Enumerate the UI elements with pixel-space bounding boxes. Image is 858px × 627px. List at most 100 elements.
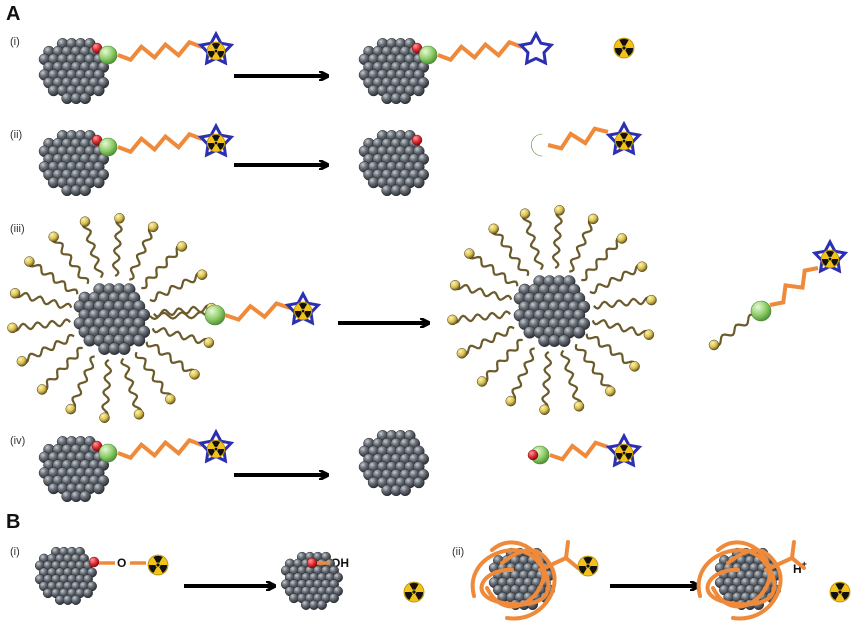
polymer-chain: [81, 221, 104, 279]
polymer-end: [114, 213, 125, 224]
polymer-end: [203, 337, 215, 348]
nanoparticle-icon: [38, 130, 110, 197]
nanoparticle-atom: [316, 599, 327, 610]
polymer-chain: [560, 349, 583, 407]
polymer-end: [9, 288, 21, 299]
polymer-chain: [593, 296, 653, 310]
polymer-chain: [51, 236, 90, 285]
polymer-end: [643, 329, 655, 340]
nanoparticle-icon: [358, 38, 430, 105]
linker-atom-label: O: [117, 556, 126, 570]
polymer-chain: [581, 237, 622, 282]
polymer-end: [573, 401, 585, 412]
nanoparticle-atom: [82, 588, 93, 599]
nanoparticle-atom: [413, 176, 425, 189]
nanoparticle-icon: [358, 430, 430, 497]
radioisotope-icon: [820, 249, 840, 269]
polymer-wrap-icon: [696, 540, 806, 621]
row-label-b-i: (i): [10, 546, 20, 558]
anchor-icon: [98, 45, 118, 65]
polymer-chain: [14, 291, 73, 309]
polymer-chain: [454, 283, 513, 301]
nanoparticle-atom: [93, 176, 105, 189]
polymer-end: [16, 356, 28, 367]
nanoparticle-icon: [38, 436, 110, 503]
polymer-chain: [491, 228, 530, 277]
polymer-end: [616, 233, 628, 244]
polymer-end: [519, 208, 531, 219]
radioisotope-icon: [613, 37, 635, 59]
row-label-a-iii: (iii): [10, 223, 25, 235]
polymer-end: [165, 393, 176, 405]
polymer-chain: [574, 343, 613, 392]
radioisotope-icon: [293, 301, 313, 321]
red-dot-icon: [306, 557, 318, 569]
nanoparticle-atom: [413, 84, 425, 97]
polymer-chain: [129, 225, 154, 281]
polymer-end: [48, 231, 59, 243]
panel-label-a: A: [6, 3, 20, 25]
nanoparticle-atom: [328, 593, 339, 604]
polymer-icon: [447, 205, 657, 415]
linker-icon: [437, 39, 523, 63]
polymer-end: [133, 409, 145, 420]
row-label-a-iv: (iv): [10, 435, 25, 447]
polymer-icon: [7, 213, 217, 423]
anchor-icon: [531, 133, 543, 157]
linker-icon: [547, 126, 609, 151]
red-dot-icon: [527, 449, 539, 461]
polymer-strand: [726, 548, 783, 621]
polymer-end: [36, 384, 48, 395]
nanoparticle-atom: [132, 334, 146, 347]
polymer-end: [636, 261, 648, 272]
radioisotope-icon: [206, 133, 226, 153]
linker-icon: [769, 266, 819, 307]
proton-label: H+: [793, 559, 807, 576]
nanoparticle-atom: [557, 334, 571, 347]
polymer-end: [7, 322, 18, 334]
polymer-end: [464, 248, 475, 259]
radioisotope-icon: [206, 439, 226, 459]
nanoparticle-atom: [79, 184, 91, 197]
red-dot-icon: [411, 134, 423, 146]
polymer-end: [24, 256, 35, 267]
radioisotope-icon: [147, 554, 169, 576]
polymer-end: [505, 395, 517, 407]
polymer-end: [449, 280, 461, 291]
schematic-layer: [7, 30, 851, 621]
nanoparticle-atom: [572, 326, 586, 339]
polymer-chain: [451, 310, 511, 324]
polymer-chain: [713, 313, 756, 347]
nanoparticle-atom: [413, 476, 425, 489]
polymer-end: [488, 223, 499, 235]
polymer-chain: [149, 310, 206, 321]
polymer-chain: [468, 253, 519, 287]
polymer-end: [708, 339, 720, 351]
nanoparticle-atom: [117, 342, 131, 355]
polymer-chain: [141, 245, 182, 290]
polymer-strand: [485, 540, 546, 609]
arrows: [184, 76, 698, 586]
polymer-strand: [764, 540, 806, 572]
polymer-chain: [591, 319, 650, 337]
polymer-end: [196, 269, 208, 280]
polymer-chain: [101, 359, 113, 419]
polymer-end: [587, 213, 599, 225]
polymer-end: [456, 348, 468, 359]
polymer-end: [79, 216, 91, 227]
red-dot-icon: [88, 556, 100, 568]
polymer-chain: [70, 355, 95, 411]
polymer-chain: [134, 351, 173, 400]
polymer-end: [605, 385, 616, 397]
polymer-chain: [11, 318, 71, 332]
polymer-end: [65, 403, 77, 415]
radioisotope-icon: [206, 41, 226, 61]
nanoparticle-atom: [399, 184, 411, 197]
proton-symbol: H: [793, 562, 802, 576]
polymer-chain: [585, 333, 636, 367]
anchor-icon: [418, 45, 438, 65]
nanoparticle-icon: [73, 283, 151, 355]
polymer-end: [646, 294, 657, 306]
linker-icon: [117, 437, 203, 461]
